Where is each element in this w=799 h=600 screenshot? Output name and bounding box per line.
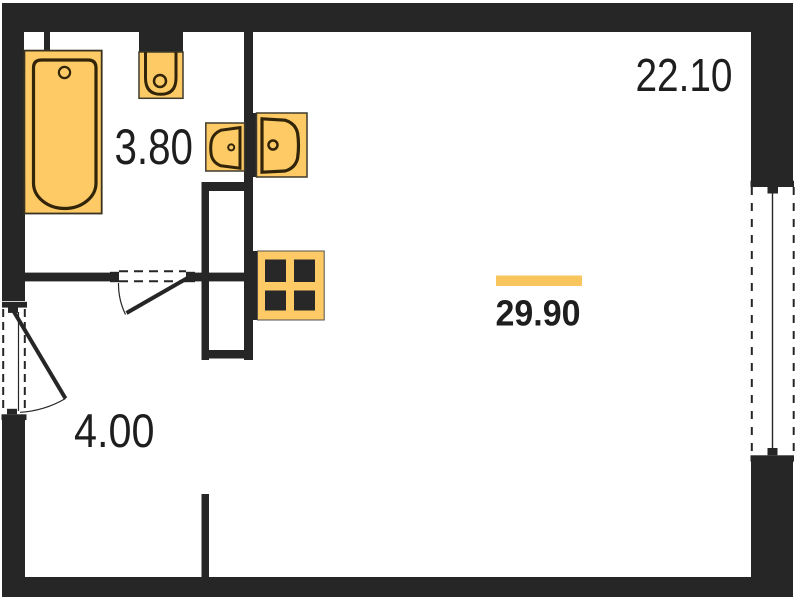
- svg-text:3.80: 3.80: [115, 119, 194, 175]
- svg-text:4.00: 4.00: [74, 404, 155, 457]
- svg-text:29.90: 29.90: [496, 293, 581, 334]
- svg-text:22.10: 22.10: [636, 49, 733, 101]
